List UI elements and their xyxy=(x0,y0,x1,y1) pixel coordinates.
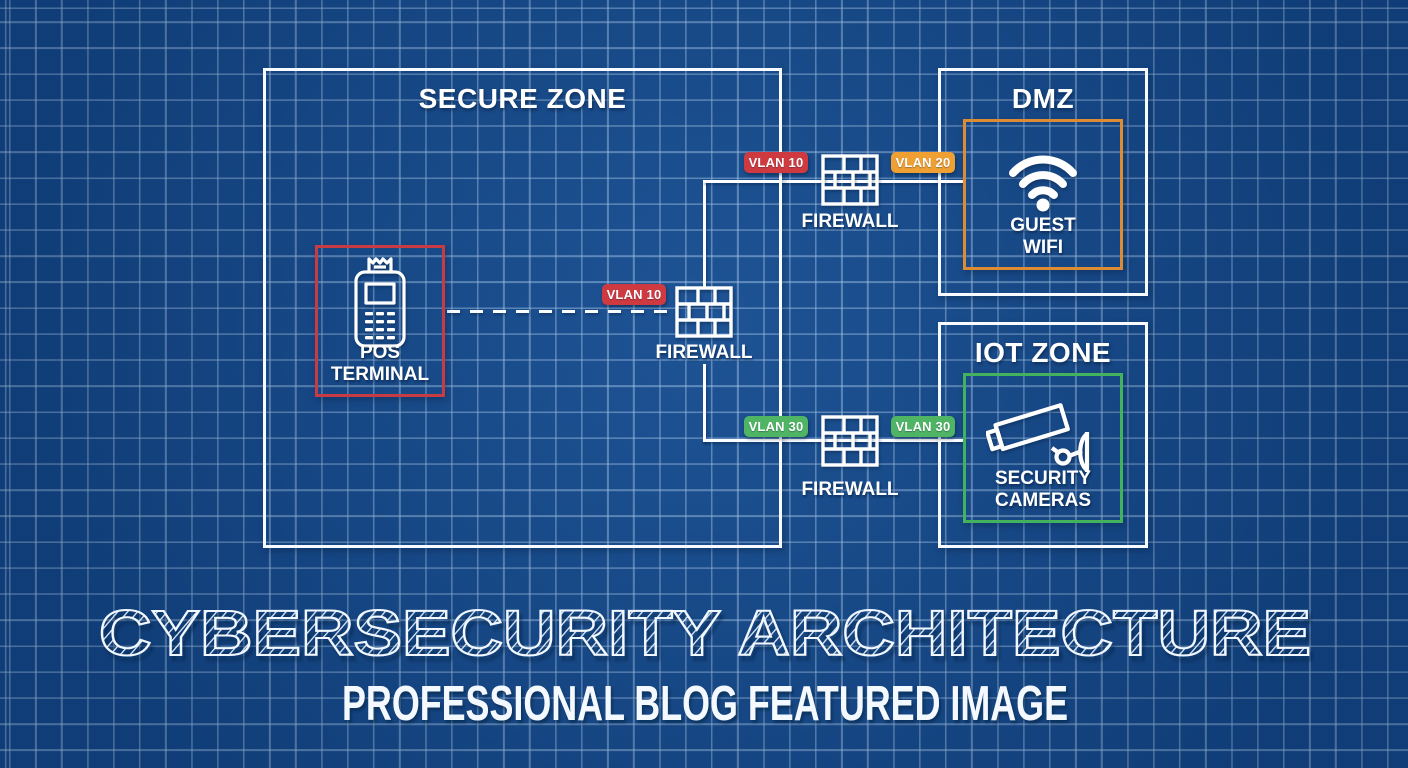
vlan10-badge-top: VLAN 10 xyxy=(744,152,808,173)
vlan20-badge: VLAN 20 xyxy=(891,152,955,173)
pos-to-middle-firewall-dashed-line xyxy=(447,310,675,313)
security-cameras-label-line1: SECURITY xyxy=(994,468,1092,489)
pos-terminal-icon xyxy=(354,257,406,348)
firewall-bottom-label: FIREWALL xyxy=(801,479,899,500)
guest-wifi-box: GUEST WIFI xyxy=(963,119,1123,270)
main-title-graphic: CYBERSECURITY ARCHITECTURE xyxy=(98,597,1312,670)
secure-zone-box: SECURE ZONE xyxy=(263,68,782,548)
subtitle-graphic: PROFESSIONAL BLOG FEATURED IMAGE xyxy=(342,677,1068,730)
bottom-firewall-to-iot-line xyxy=(703,439,963,442)
pos-terminal-label-line1: POS xyxy=(359,342,401,363)
guest-wifi-label-line1: GUEST xyxy=(1010,215,1076,236)
security-camera-icon xyxy=(986,403,1090,472)
guest-wifi-label-line2: WIFI xyxy=(1022,237,1064,258)
vlan10-badge-middle: VLAN 10 xyxy=(602,284,666,305)
middle-firewall-up-line xyxy=(703,180,706,288)
security-cameras-label-line2: CAMERAS xyxy=(994,490,1092,511)
iot-zone-label: IOT ZONE xyxy=(974,337,1112,368)
dmz-zone-label: DMZ xyxy=(1011,83,1075,114)
subtitle: PROFESSIONAL BLOG FEATURED IMAGE xyxy=(342,677,1068,730)
security-cameras-label: SECURITY CAMERAS xyxy=(966,468,1120,512)
firewall-middle-label: FIREWALL xyxy=(655,342,753,363)
vlan30-badge-right: VLAN 30 xyxy=(891,416,955,437)
firewall-bottom-icon xyxy=(821,415,879,467)
security-cameras-box: SECURITY CAMERAS xyxy=(963,373,1123,523)
top-firewall-to-dmz-line xyxy=(703,180,963,183)
pos-terminal-label-line2: TERMINAL xyxy=(330,364,430,385)
dmz-zone-box: DMZ xyxy=(938,68,1148,296)
pos-terminal-label: POS TERMINAL xyxy=(318,342,442,386)
firewall-middle-icon xyxy=(675,286,733,338)
middle-firewall-down-line xyxy=(703,364,706,442)
main-title: CYBERSECURITY ARCHITECTURE xyxy=(99,597,1311,669)
secure-zone-label: SECURE ZONE xyxy=(418,83,627,114)
wifi-icon xyxy=(1009,155,1077,212)
firewall-top-icon xyxy=(821,154,879,206)
vlan30-badge-left: VLAN 30 xyxy=(744,416,808,437)
pos-keypad xyxy=(365,312,395,340)
guest-wifi-label: GUEST WIFI xyxy=(966,215,1120,259)
pos-terminal-box: POS TERMINAL xyxy=(315,245,445,397)
firewall-top-label: FIREWALL xyxy=(801,211,899,232)
